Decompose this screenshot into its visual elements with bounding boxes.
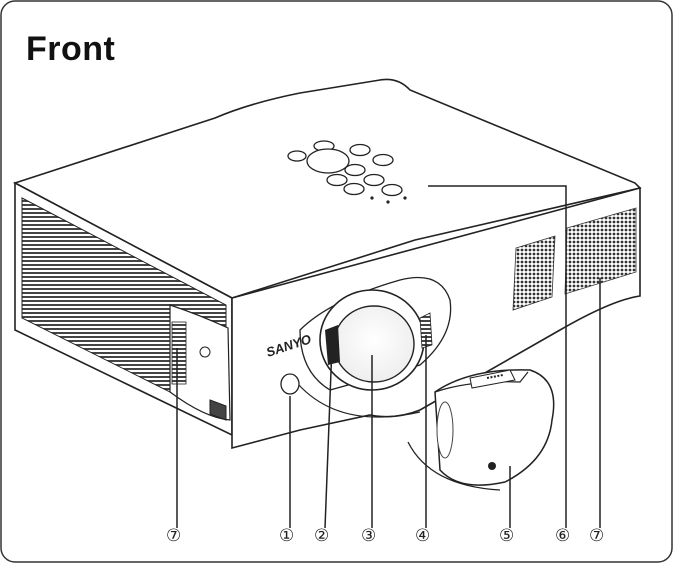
lens-cap-strap-hole <box>488 462 496 470</box>
kensington-lock-icon <box>199 346 211 358</box>
zoom-lever <box>325 325 340 365</box>
leader-lines <box>176 185 601 529</box>
callout-7-left: ⑦ <box>166 526 182 546</box>
callout-7-right: ⑦ <box>589 526 605 546</box>
lens-cap <box>434 369 555 486</box>
control-panel <box>287 140 403 197</box>
callout-5: ⑤ <box>499 526 515 546</box>
page-title: Front <box>26 30 116 68</box>
callout-1: ① <box>279 526 295 546</box>
callout-3: ③ <box>361 526 377 546</box>
front-vent-small <box>512 235 556 311</box>
callout-4: ④ <box>415 526 431 546</box>
lens-cap-inner <box>436 401 454 459</box>
infrared-receiver <box>280 373 300 395</box>
lens-cap-tab <box>469 369 516 389</box>
side-lock-slot <box>171 321 187 385</box>
lens-cap-strap <box>407 441 501 491</box>
focus-ring <box>419 312 433 349</box>
callout-6: ⑥ <box>555 526 571 546</box>
lens-shade-line <box>297 383 421 418</box>
callout-2: ② <box>314 526 330 546</box>
projector-top <box>12 78 642 299</box>
indicator-leds <box>370 196 407 204</box>
tilt-foot <box>209 399 227 421</box>
lens-icon <box>333 305 415 383</box>
